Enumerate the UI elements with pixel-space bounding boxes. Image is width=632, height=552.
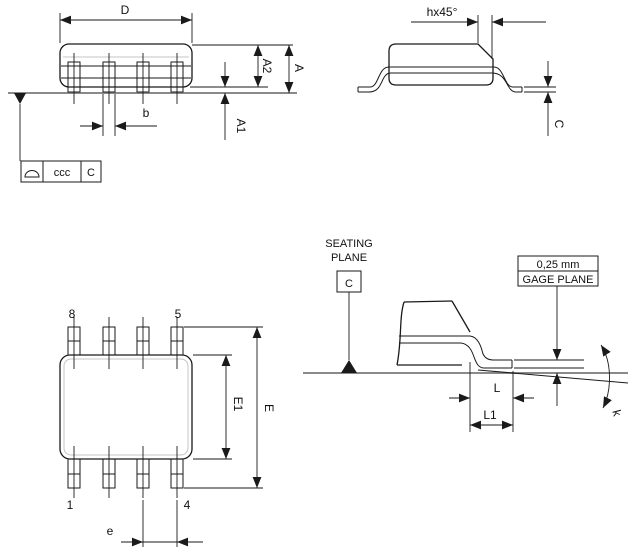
gage-offset-value: 0,25 mm xyxy=(537,259,580,271)
dim-k-label: k xyxy=(609,408,624,418)
seating-plane-label-line1: SEATING xyxy=(325,238,372,250)
lead-bend-inner xyxy=(460,342,475,358)
dim-e-label: E xyxy=(262,404,276,412)
dim-a1-label: A1 xyxy=(234,119,248,134)
dim-pitch-label: e xyxy=(107,524,114,538)
top-pins xyxy=(67,317,184,369)
dim-l1-label: L1 xyxy=(483,408,497,422)
fcf-frame xyxy=(20,160,102,183)
fcf-tolerance-label: ccc xyxy=(54,167,71,179)
pin-number-5: 5 xyxy=(175,307,182,321)
pin-number-8: 8 xyxy=(69,307,76,321)
pin-number-4: 4 xyxy=(184,498,191,512)
package-body-side xyxy=(59,43,193,88)
package-body-top xyxy=(59,354,193,460)
seating-plane-label-line2: PLANE xyxy=(331,252,367,264)
foot-plane-slant-line xyxy=(477,369,629,384)
body-top-edge xyxy=(403,300,453,303)
dim-d-label: D xyxy=(121,3,130,17)
datum-triangle-icon xyxy=(14,93,26,104)
fcf-datum-label: C xyxy=(87,167,95,179)
package-body-end xyxy=(388,43,494,86)
datum-c-label: C xyxy=(345,278,353,290)
side-leads xyxy=(67,53,184,104)
datum-triangle-icon xyxy=(341,360,357,373)
package-body-inner-outline xyxy=(63,358,189,456)
top-view: 8 5 1 4 E1 E e xyxy=(59,307,276,547)
dim-l-label: L xyxy=(494,381,501,395)
end-view: hx45° C xyxy=(357,5,566,136)
lead-bend-outer xyxy=(469,335,512,361)
dim-arc-k xyxy=(600,344,612,409)
gage-plane-callout: 0,25 mm GAGE PLANE xyxy=(517,255,599,287)
dim-a2-label: A2 xyxy=(260,59,274,74)
pin-number-1: 1 xyxy=(67,498,74,512)
profile-of-surface-icon xyxy=(24,170,40,178)
detail-view: SEATING PLANE C 0,25 mm GAGE PLANE L L1 … xyxy=(303,238,629,432)
gullwing-lead-bottom xyxy=(358,72,522,93)
gage-plane-label: GAGE PLANE xyxy=(523,274,594,286)
dim-b-label: b xyxy=(143,106,150,120)
side-view: D A2 A A1 b ccc C xyxy=(8,3,306,183)
dim-e1-label: E1 xyxy=(231,397,245,412)
feature-control-frame: ccc C xyxy=(20,160,102,183)
dim-a-label: A xyxy=(292,64,306,72)
dim-chamfer-label: hx45° xyxy=(427,5,458,19)
lead-foot-bottom xyxy=(473,356,512,369)
body-chamfer-edge xyxy=(451,300,471,333)
dim-c-label: C xyxy=(552,120,566,129)
gullwing-lead-top xyxy=(358,66,522,88)
body-break-line xyxy=(396,301,405,366)
bottom-pins xyxy=(67,446,184,498)
